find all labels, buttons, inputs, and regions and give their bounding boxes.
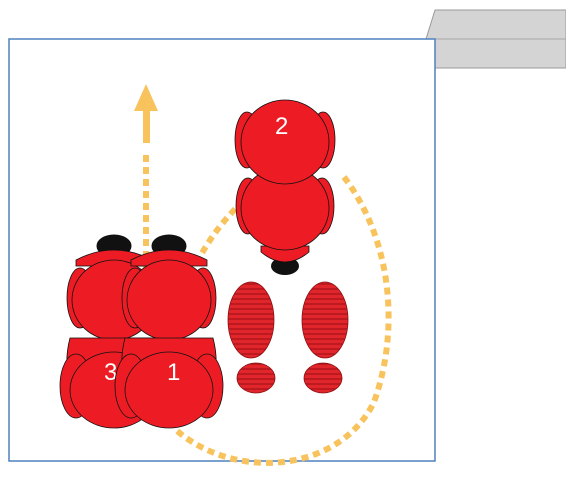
pedestal [426,10,566,68]
robot-label: 1 [167,359,180,386]
robot-label: 2 [275,113,288,140]
arrow-shaft [143,109,150,143]
footprint-right [302,282,348,393]
